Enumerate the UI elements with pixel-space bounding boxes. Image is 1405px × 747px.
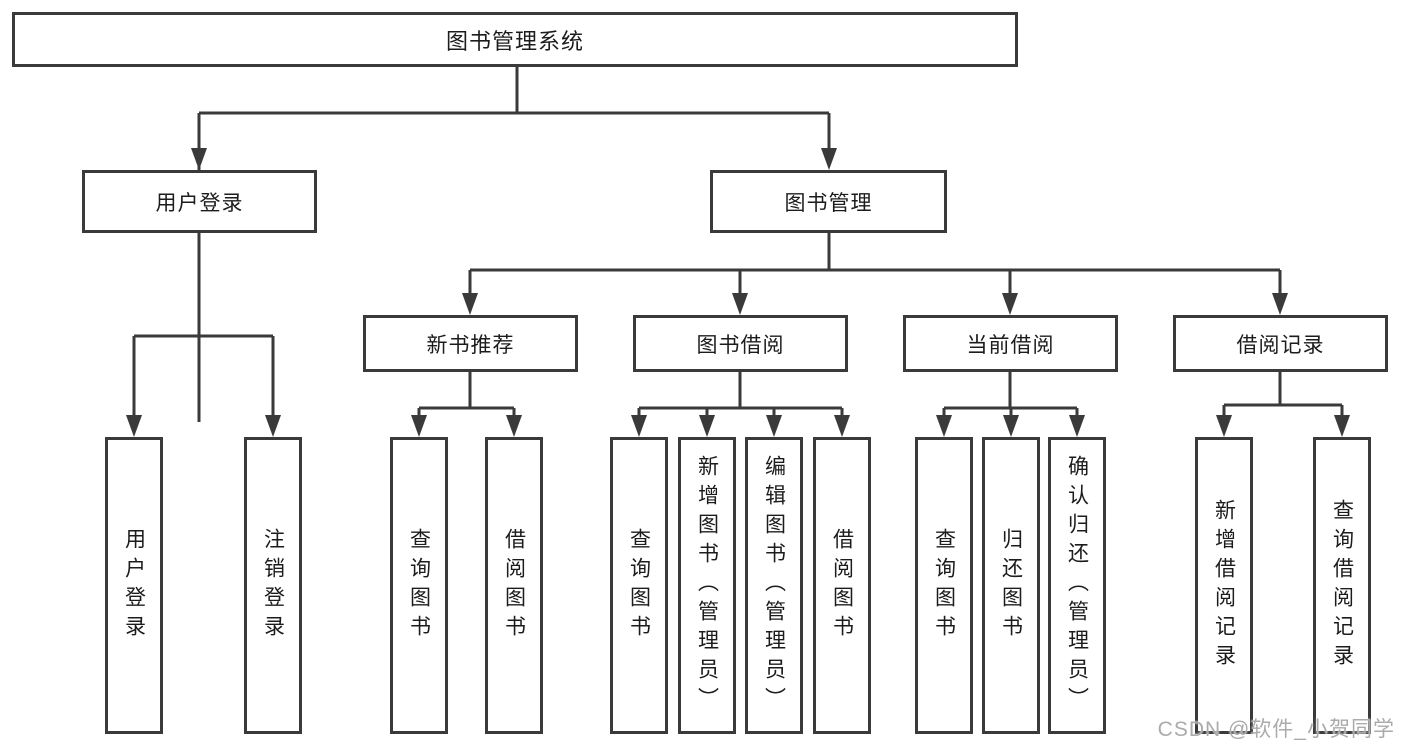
node-add-borrow-record-label: 新增借阅记录 <box>1212 498 1236 673</box>
node-confirm-return-admin-label: 确认归还（管理员） <box>1065 455 1089 716</box>
node-user-login-action: 用户登录 <box>105 437 163 734</box>
connector-root-to-level2 <box>197 67 831 422</box>
node-borrow-books-action-label: 借阅图书 <box>830 527 854 644</box>
connector-userlogin-to-children <box>132 233 275 422</box>
connector-records-to-children <box>1222 372 1344 422</box>
node-logout: 注销登录 <box>244 437 302 734</box>
node-add-book-admin: 新增图书（管理员） <box>678 437 736 734</box>
node-borrow-records-label: 借阅记录 <box>1236 333 1325 357</box>
node-query-books-recommend: 查询图书 <box>390 437 448 734</box>
node-borrow-books-action: 借阅图书 <box>813 437 871 734</box>
node-edit-book-admin-label: 编辑图书（管理员） <box>762 455 786 716</box>
node-book-management: 图书管理 <box>710 170 947 233</box>
node-borrow-books-recommend: 借阅图书 <box>485 437 543 734</box>
node-query-borrow-record-label: 查询借阅记录 <box>1330 498 1354 673</box>
node-return-book-label: 归还图书 <box>999 527 1023 644</box>
node-query-books-borrow-label: 查询图书 <box>627 527 651 644</box>
connector-bookborrow-to-children <box>637 372 844 422</box>
node-book-borrow: 图书借阅 <box>633 315 848 372</box>
node-confirm-return-admin: 确认归还（管理员） <box>1048 437 1106 734</box>
node-book-borrow-label: 图书借阅 <box>696 333 785 357</box>
arrowheads <box>126 148 1350 437</box>
node-borrow-books-recommend-label: 借阅图书 <box>502 527 526 644</box>
node-borrow-records: 借阅记录 <box>1173 315 1388 372</box>
node-user-login: 用户登录 <box>82 170 317 233</box>
node-new-book-recommend-label: 新书推荐 <box>426 333 515 357</box>
node-query-borrow-record: 查询借阅记录 <box>1313 437 1371 734</box>
csdn-watermark: CSDN @软件_小贺同学 <box>1157 718 1395 741</box>
node-library-system: 图书管理系统 <box>12 12 1018 67</box>
node-current-borrow-label: 当前借阅 <box>966 333 1055 357</box>
node-add-book-admin-label: 新增图书（管理员） <box>695 455 719 716</box>
node-new-book-recommend: 新书推荐 <box>363 315 578 372</box>
connector-currentborrow-to-children <box>942 372 1079 422</box>
node-user-login-action-label: 用户登录 <box>122 527 146 644</box>
node-query-books-current: 查询图书 <box>915 437 973 734</box>
node-library-system-label: 图书管理系统 <box>445 28 584 54</box>
connector-bookmgmt-to-level3 <box>468 233 1282 300</box>
node-query-books-current-label: 查询图书 <box>932 527 956 644</box>
node-add-borrow-record: 新增借阅记录 <box>1195 437 1253 734</box>
node-user-login-label: 用户登录 <box>155 191 244 215</box>
connector-newbook-to-children <box>417 372 516 422</box>
node-book-management-label: 图书管理 <box>784 191 873 215</box>
node-edit-book-admin: 编辑图书（管理员） <box>745 437 803 734</box>
node-query-books-recommend-label: 查询图书 <box>407 527 431 644</box>
node-query-books-borrow: 查询图书 <box>610 437 668 734</box>
node-logout-label: 注销登录 <box>261 527 285 644</box>
node-current-borrow: 当前借阅 <box>903 315 1118 372</box>
node-return-book: 归还图书 <box>982 437 1040 734</box>
